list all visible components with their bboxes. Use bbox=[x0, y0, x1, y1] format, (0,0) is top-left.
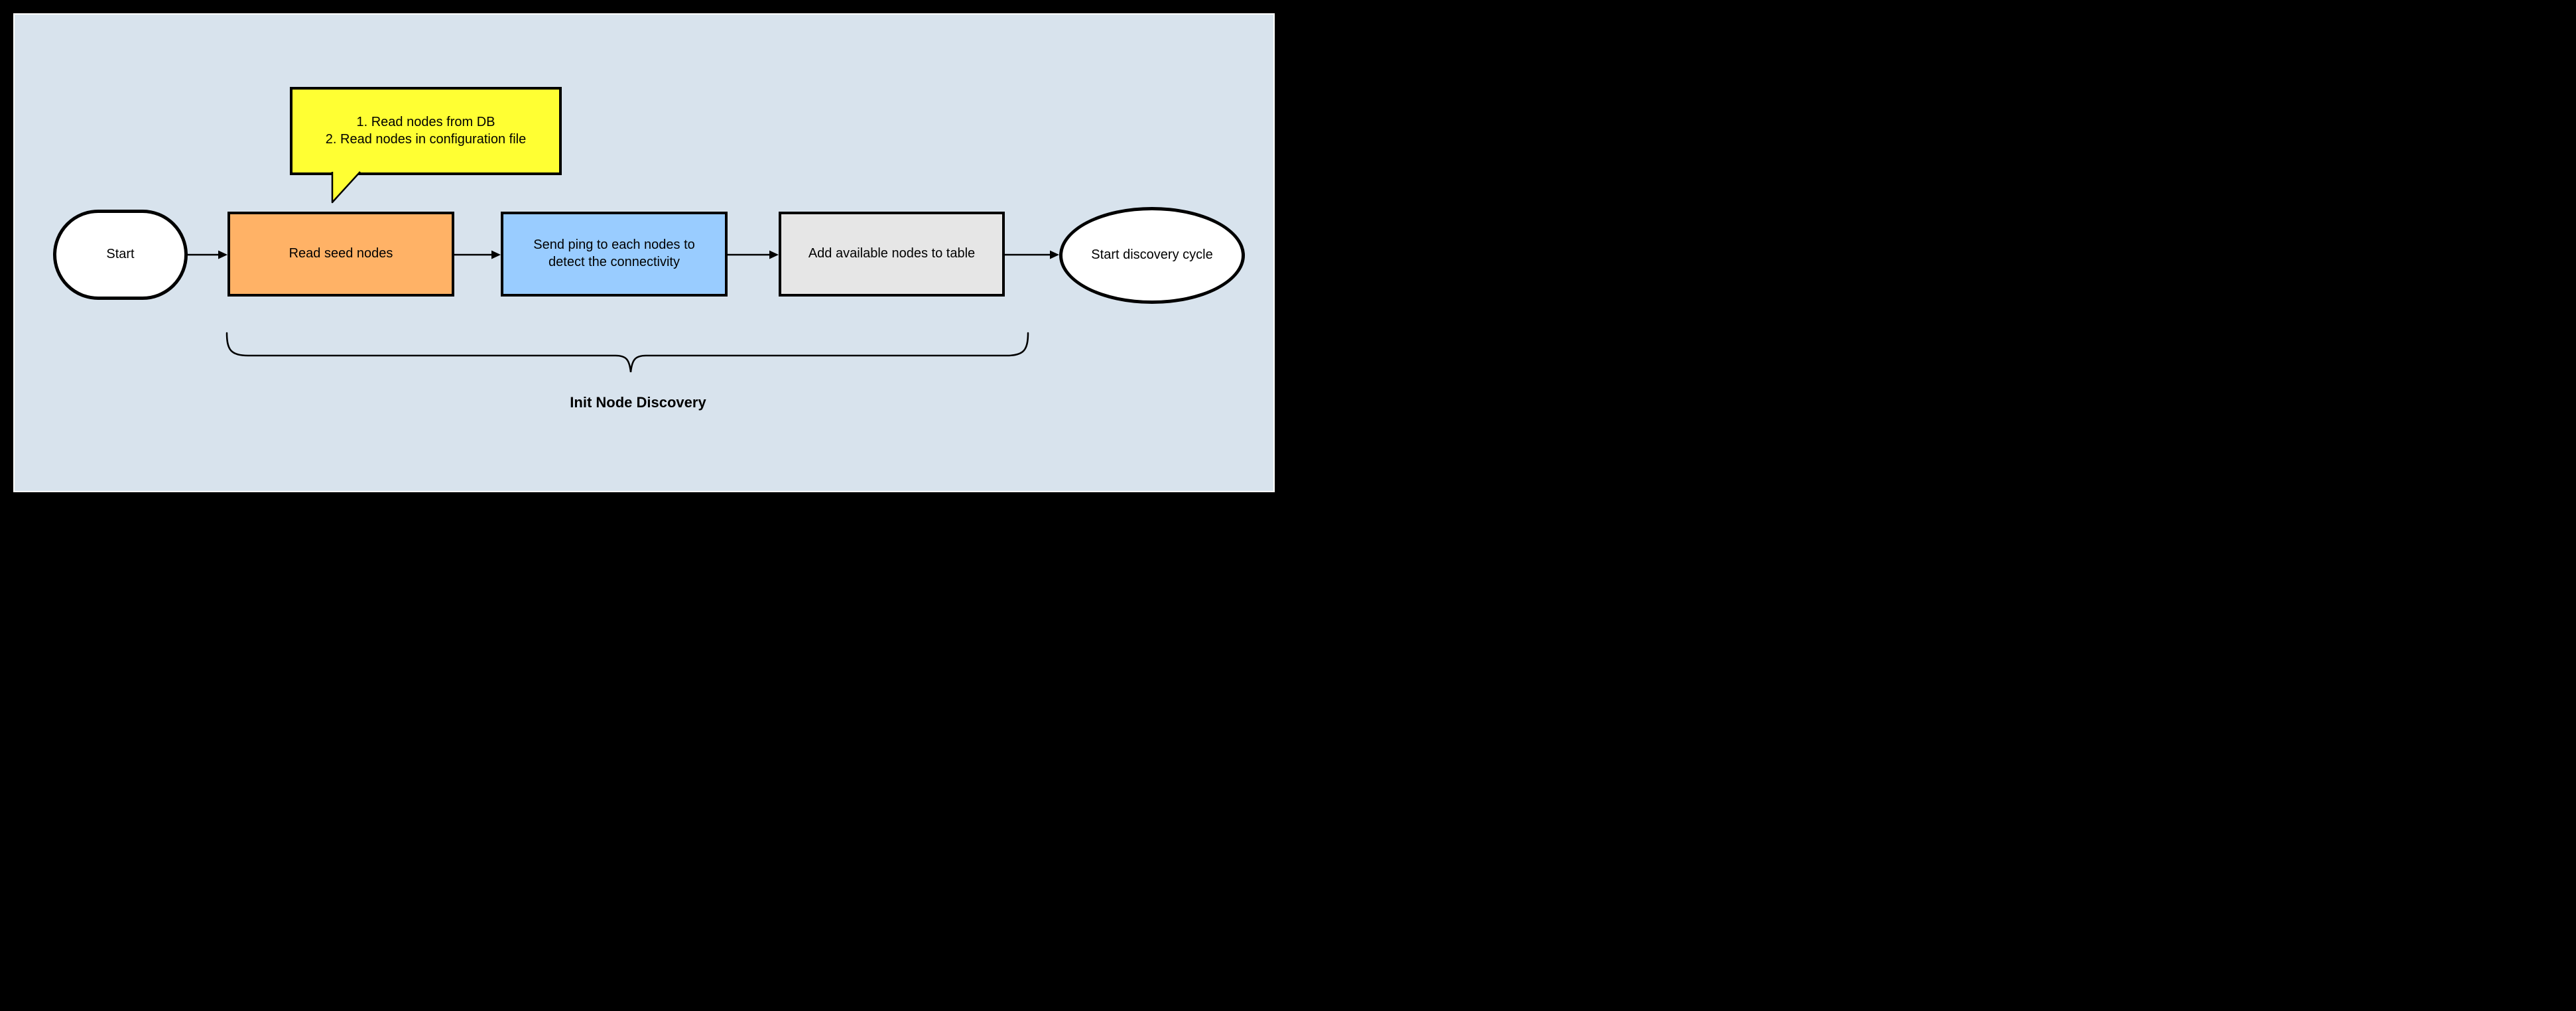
start-label: Start bbox=[106, 247, 135, 262]
start-discovery-cycle-ellipse: Start discovery cycle bbox=[1059, 207, 1245, 304]
callout-line-1: 1. Read nodes from DB bbox=[356, 114, 495, 129]
callout-line-2: 2. Read nodes in configuration file bbox=[325, 131, 527, 147]
send-ping-box: Send ping to each nodes to detect the co… bbox=[501, 212, 728, 297]
curly-brace bbox=[225, 332, 1029, 373]
diagram-canvas: Start Read seed nodes Send ping to each … bbox=[13, 13, 1275, 492]
callout-tail bbox=[331, 171, 361, 204]
arrow-send-ping-to-add-nodes bbox=[728, 250, 779, 259]
read-seed-nodes-box: Read seed nodes bbox=[227, 212, 454, 297]
start-discovery-cycle-label: Start discovery cycle bbox=[1091, 247, 1213, 263]
screenshot-page: Start Read seed nodes Send ping to each … bbox=[0, 0, 1288, 506]
note-callout: 1. Read nodes from DB 2. Read nodes in c… bbox=[290, 87, 562, 175]
arrow-add-nodes-to-discovery bbox=[1005, 250, 1059, 259]
start-terminator: Start bbox=[53, 210, 188, 300]
arrow-read-seed-to-send-ping bbox=[454, 250, 501, 259]
brace-label: Init Node Discovery bbox=[570, 394, 706, 411]
arrow-start-to-read-seed bbox=[188, 250, 227, 259]
send-ping-label: Send ping to each nodes to detect the co… bbox=[533, 237, 695, 269]
add-available-nodes-label: Add available nodes to table bbox=[808, 246, 976, 261]
read-seed-nodes-label: Read seed nodes bbox=[289, 246, 393, 261]
add-available-nodes-box: Add available nodes to table bbox=[779, 212, 1005, 297]
